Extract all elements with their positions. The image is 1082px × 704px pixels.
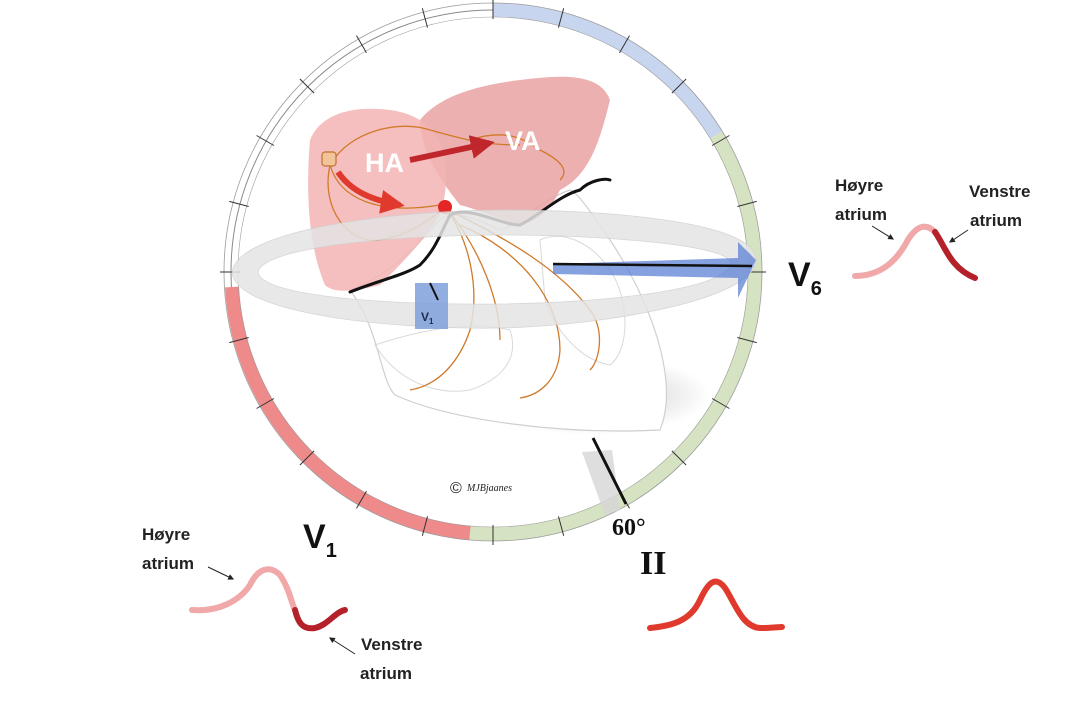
sa-node	[321, 151, 337, 167]
v6-la-word1: Venstre	[969, 182, 1030, 201]
circle-tick	[557, 8, 565, 28]
v1-waveform: Høyre atrium Venstre atrium	[142, 525, 422, 683]
v1-electrode-sub: 1	[429, 317, 434, 326]
v1-la-word1: Venstre	[361, 635, 422, 654]
av-node	[438, 200, 452, 214]
v6-ra-word1: Høyre	[835, 176, 883, 195]
v6-vector	[552, 242, 756, 298]
lead-ii-waveform	[647, 578, 785, 632]
lead-ii-angle: 60°	[612, 515, 646, 541]
circle-tick	[557, 516, 565, 536]
left-atrium-label: VA	[505, 126, 541, 156]
circle-tick	[229, 336, 249, 344]
v1-electrode-lead: V	[421, 310, 429, 324]
ra-activation-arrow	[335, 170, 405, 214]
circle-tick	[356, 35, 367, 54]
ring-segment-blue	[492, 3, 722, 139]
v1-la-word2: atrium	[360, 664, 412, 683]
circle-tick	[671, 450, 687, 466]
circle-ticks	[220, 0, 766, 545]
circle-tick	[671, 78, 687, 94]
v6-ra-word2: atrium	[835, 205, 887, 224]
circle-tick	[421, 8, 429, 28]
circle-tick	[299, 450, 315, 466]
right-atrium-label: HA	[365, 148, 404, 178]
la-activation-arrow	[409, 135, 495, 163]
copyright: © MJBjaanes	[450, 480, 512, 497]
v6-label: V6	[788, 256, 822, 300]
v1-ra-word2: atrium	[142, 554, 194, 573]
v1-label: V1	[303, 518, 337, 562]
circle-tick	[256, 135, 275, 146]
circle-tick	[711, 398, 730, 409]
ring-segment-green	[469, 131, 762, 541]
circle-tick	[711, 135, 730, 146]
circle-tick	[299, 78, 315, 94]
v1-ra-word1: Høyre	[142, 525, 190, 544]
right-ventricle-cavity	[374, 325, 514, 392]
circle-tick	[737, 336, 757, 344]
v6-waveform: Høyre atrium Venstre atrium	[835, 176, 1030, 281]
lead-ii-marker	[582, 437, 628, 515]
left-atrium	[420, 76, 610, 225]
lead-ii-label: II	[640, 545, 666, 582]
v1-electrode: V1	[415, 282, 448, 329]
circle-tick	[356, 490, 367, 509]
circle-tick	[737, 200, 757, 208]
circle-tick	[229, 200, 249, 208]
v6-la-word2: atrium	[970, 211, 1022, 230]
circle-tick	[619, 35, 630, 54]
copyright-symbol: ©	[450, 480, 462, 497]
left-ventricle-cavity	[539, 235, 626, 366]
svg-text:V1: V1	[421, 310, 434, 326]
circle-tick	[421, 516, 429, 536]
copyright-author: MJBjaanes	[466, 483, 512, 494]
circle-tick	[256, 398, 275, 409]
